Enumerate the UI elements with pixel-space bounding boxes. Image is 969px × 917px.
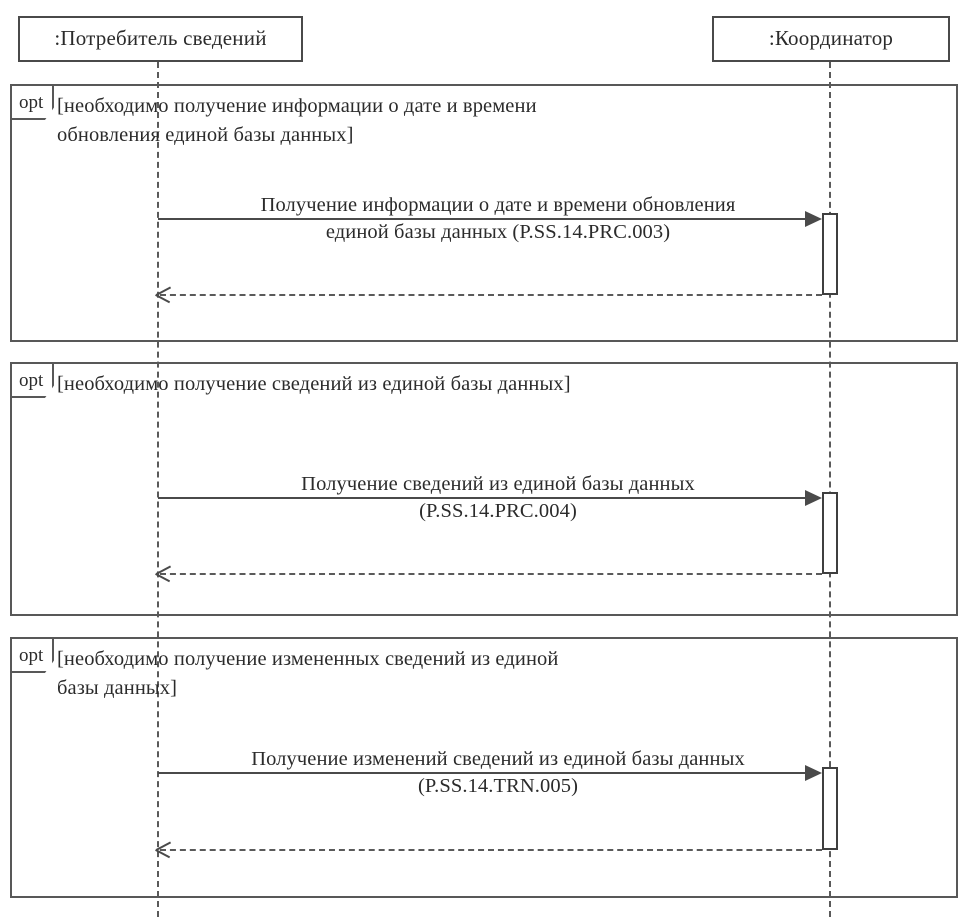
message-call-2-arrowhead [805, 490, 822, 506]
activation-bar-coordinator-3 [822, 767, 838, 850]
fragment-opt-1[interactable]: opt [10, 84, 958, 342]
lifeline-header-coordinator-label: :Координатор [768, 26, 894, 51]
fragment-opt-3-operator-label: opt [12, 639, 55, 673]
lifeline-header-coordinator[interactable]: :Координатор [712, 16, 950, 62]
message-return-2-line [160, 573, 822, 575]
fragment-opt-3-guard: [необходимо получение измененных сведени… [57, 648, 559, 700]
fragment-opt-3[interactable]: opt [10, 637, 958, 898]
fragment-opt-2[interactable]: opt [10, 362, 958, 616]
fragment-opt-1-operator-label: opt [12, 86, 55, 120]
message-return-1-line [160, 294, 822, 296]
message-call-3-label: Получение изменений сведений из единой б… [251, 748, 745, 798]
lifeline-header-consumer-label: :Потребитель сведений [54, 26, 267, 51]
message-return-2-arrowhead [155, 565, 172, 583]
activation-bar-coordinator-2 [822, 492, 838, 574]
lifeline-header-consumer[interactable]: :Потребитель сведений [18, 16, 303, 62]
fragment-opt-2-guard: [необходимо получение сведений из единой… [57, 373, 571, 395]
message-call-2-line [158, 497, 812, 499]
message-call-1-arrowhead [805, 211, 822, 227]
message-call-2-label: Получение сведений из единой базы данных… [301, 473, 695, 523]
activation-bar-coordinator-1 [822, 213, 838, 295]
message-call-3-line [158, 772, 812, 774]
fragment-opt-1-guard: [необходимо получение информации о дате … [57, 95, 537, 147]
lifeline-consumer [157, 62, 159, 917]
message-return-1-arrowhead [155, 286, 172, 304]
message-return-3-line [160, 849, 822, 851]
fragment-opt-2-operator-label: opt [12, 364, 55, 398]
message-call-3-arrowhead [805, 765, 822, 781]
message-call-1-label: Получение информации о дате и времени об… [260, 194, 736, 244]
message-return-3-arrowhead [155, 841, 172, 859]
lifeline-coordinator [829, 62, 831, 917]
message-call-1-line [158, 218, 812, 220]
